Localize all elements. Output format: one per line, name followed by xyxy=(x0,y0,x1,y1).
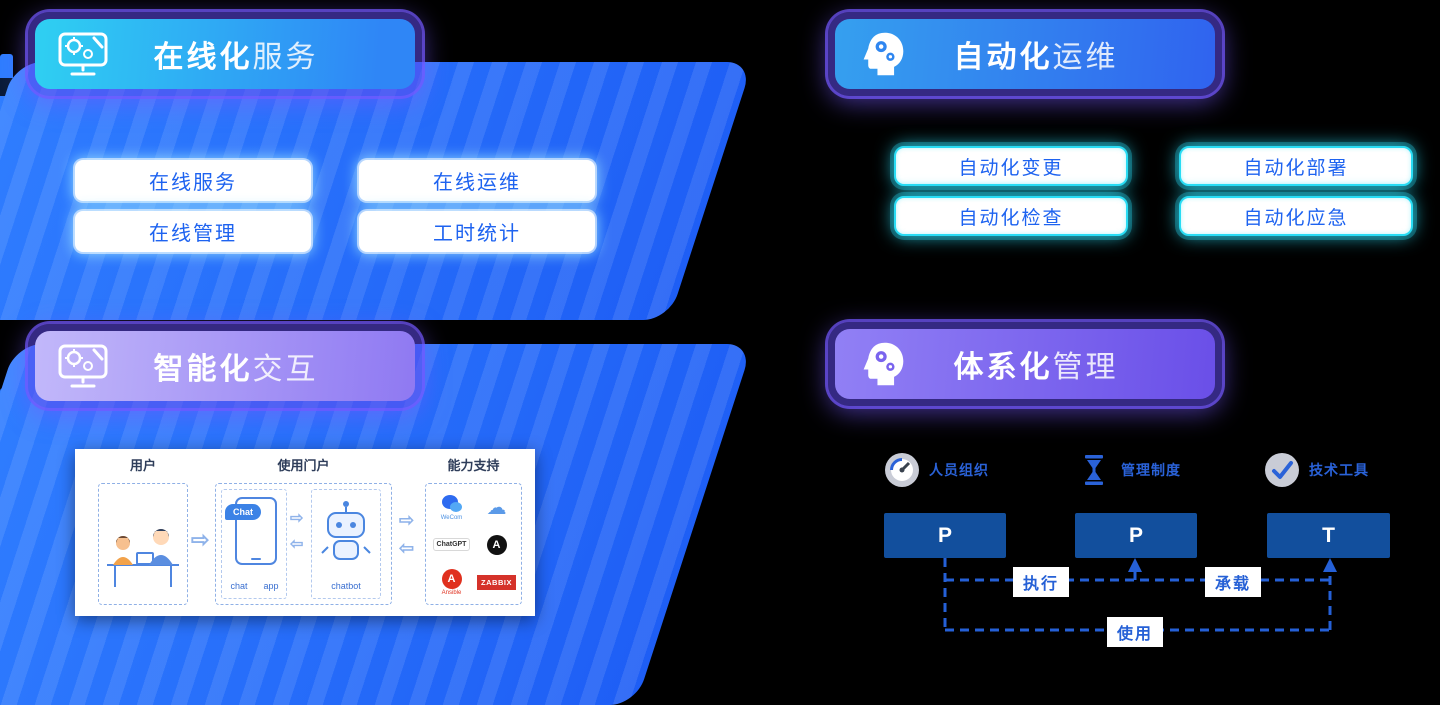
flow-col-support: 能力支持 xyxy=(447,458,500,473)
phone-to-bot-arrow-icon: ⇨ xyxy=(290,510,304,527)
flow-col-user: 用户 xyxy=(129,458,156,473)
support-to-portal-arrow-icon: ⇦ xyxy=(399,538,415,558)
personnel-p-box: P xyxy=(884,513,1006,558)
portal-to-support-arrow-icon: ⇨ xyxy=(399,510,415,530)
app-label: app xyxy=(263,581,279,591)
online-services-title: 在线化服务 xyxy=(153,41,319,74)
intelligent-interaction-header: 智能化交互 xyxy=(28,324,422,408)
chatgpt-chip: ChatGPT xyxy=(432,538,471,552)
ansible-chip: A Ansible xyxy=(441,568,462,596)
users-at-desk-illustration xyxy=(107,529,179,587)
bot-to-phone-arrow-icon: ⇦ xyxy=(290,536,304,553)
chatbot-label: chatbot xyxy=(331,581,361,591)
tools-t-box: T xyxy=(1267,513,1390,558)
cloud-chip: ☁ xyxy=(487,498,507,518)
user-to-portal-arrow-icon: ⇨ xyxy=(191,527,210,552)
a-icon: A xyxy=(486,534,507,555)
portal-box xyxy=(215,483,392,605)
personnel-label: 人员组织 xyxy=(929,462,989,478)
edge-carry-label: 承载 xyxy=(1205,567,1262,597)
pill-auto-deploy[interactable]: 自动化部署 xyxy=(1179,146,1413,186)
flow-col-portal: 使用门户 xyxy=(277,458,330,473)
a-chip: A xyxy=(486,534,507,555)
hourglass-icon xyxy=(1085,455,1103,485)
tools-label: 技术工具 xyxy=(1309,462,1369,478)
head-gears-icon xyxy=(863,32,904,76)
automation-ops-header: 自动化运维 xyxy=(828,12,1222,96)
user-box xyxy=(98,483,188,605)
pill-online-service[interactable]: 在线服务 xyxy=(75,160,311,201)
chat-label: chat xyxy=(230,581,248,591)
online-services-header: 在线化服务 xyxy=(28,12,422,96)
cloud-icon: ☁ xyxy=(486,496,507,519)
chatbot-subbox xyxy=(311,489,381,599)
zabbix-badge: ZABBIX xyxy=(477,574,516,590)
pill-auto-change[interactable]: 自动化变更 xyxy=(894,146,1128,186)
intelligent-interaction-title: 智能化交互 xyxy=(153,353,319,386)
head-gears-icon xyxy=(863,342,904,386)
process-label: 管理制度 xyxy=(1121,462,1181,478)
group-process: 管理制度 xyxy=(1076,452,1181,488)
support-box xyxy=(425,483,522,605)
wecom-icon xyxy=(441,495,462,513)
automation-ops-title: 自动化运维 xyxy=(953,41,1119,74)
monitor-gear-icon xyxy=(58,344,108,388)
ansible-icon: A xyxy=(441,568,462,589)
pill-online-ops[interactable]: 在线运维 xyxy=(359,160,595,201)
chat-app-subbox xyxy=(221,489,287,599)
edge-execute-label: 执行 xyxy=(1013,567,1070,597)
systematic-management-title: 体系化管理 xyxy=(953,351,1119,384)
edge-use-label: 使用 xyxy=(1107,617,1164,647)
relationship-arrows xyxy=(943,558,1337,632)
wecom-chip: WeCom xyxy=(441,494,463,521)
gauge-icon xyxy=(885,453,919,487)
pill-auto-emergency[interactable]: 自动化应急 xyxy=(1179,196,1413,236)
pill-auto-check[interactable]: 自动化检查 xyxy=(894,196,1128,236)
check-icon xyxy=(1265,453,1299,487)
pill-online-management[interactable]: 在线管理 xyxy=(75,211,311,252)
capability-chips: WeCom ☁ ChatGPT A A Ansible ZABBIX xyxy=(429,489,519,601)
chatgpt-icon: ChatGPT xyxy=(432,538,471,552)
chat-bubble: Chat xyxy=(225,504,261,520)
phone-icon xyxy=(235,497,277,565)
pill-work-hours[interactable]: 工时统计 xyxy=(359,211,595,252)
group-tools: 技术工具 xyxy=(1264,452,1369,488)
robot-icon xyxy=(321,501,371,560)
zabbix-chip: ZABBIX xyxy=(477,574,516,590)
group-personnel: 人员组织 xyxy=(884,452,989,488)
monitor-gear-icon xyxy=(58,32,108,76)
process-p-box: P xyxy=(1075,513,1197,558)
systematic-management-header: 体系化管理 xyxy=(828,322,1222,406)
interaction-flow-panel: 用户 使用门户 能力支持 ⇨ Chat chat app ⇨ ⇦ chatbot… xyxy=(75,449,535,616)
